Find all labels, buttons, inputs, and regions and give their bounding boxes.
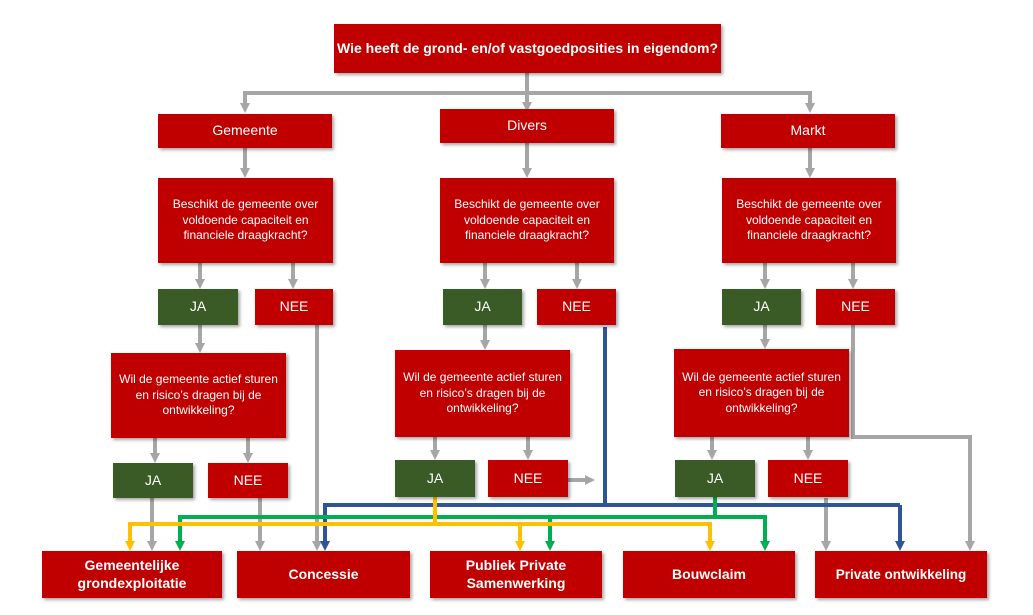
outcome-concessie: Concessie bbox=[237, 551, 410, 598]
risk-yes-gemeente: JA bbox=[113, 463, 193, 498]
owner-divers: Divers bbox=[440, 109, 614, 143]
risk-no-divers: NEE bbox=[488, 460, 568, 497]
capacity-question-text: Beschikt de gemeente over voldoende capa… bbox=[172, 197, 319, 243]
answer-label: NEE bbox=[841, 298, 870, 315]
outcome-gemeentelijke-grondexploitatie: Gemeentelijke grondexploitatie bbox=[42, 551, 222, 598]
risk-no-gemeente: NEE bbox=[208, 463, 288, 498]
capacity-no-markt: NEE bbox=[816, 289, 895, 325]
risk-yes-divers: JA bbox=[395, 460, 475, 497]
owner-markt: Markt bbox=[721, 114, 895, 148]
answer-label: JA bbox=[426, 469, 444, 486]
capacity-yes-gemeente: JA bbox=[158, 289, 238, 325]
outcome-publiek-private-samenwerking: Publiek Private Samenwerking bbox=[430, 551, 602, 598]
answer-label: NEE bbox=[513, 469, 543, 486]
arrow-root-to-markt bbox=[527, 91, 815, 113]
root-question: Wie heeft de grond- en/of vastgoedpositi… bbox=[334, 24, 721, 73]
capacity-question-text: Beschikt de gemeente over voldoende capa… bbox=[736, 197, 882, 243]
risk-question-gemeente: Wil de gemeente actief sturen en risico’… bbox=[111, 353, 286, 438]
risk-question-text: Wil de gemeente actief sturen en risico’… bbox=[682, 369, 841, 415]
answer-label: NEE bbox=[562, 298, 591, 315]
risk-question-markt: Wil de gemeente actief sturen en risico’… bbox=[674, 349, 849, 437]
capacity-no-divers: NEE bbox=[537, 289, 616, 325]
capacity-question-markt: Beschikt de gemeente over voldoende capa… bbox=[722, 178, 896, 263]
answer-label: JA bbox=[706, 469, 724, 486]
owner-gemeente: Gemeente bbox=[158, 114, 332, 148]
risk-question-text: Wil de gemeente actief sturen en risico’… bbox=[119, 372, 278, 418]
capacity-question-text: Beschikt de gemeente over voldoende capa… bbox=[454, 197, 600, 243]
arrow-root-to-gemeente bbox=[240, 91, 527, 113]
outcome-label: Concessie bbox=[288, 565, 359, 582]
capacity-question-gemeente: Beschikt de gemeente over voldoende capa… bbox=[158, 178, 333, 263]
capacity-no-gemeente: NEE bbox=[255, 289, 333, 325]
owner-label: Gemeente bbox=[212, 122, 278, 139]
owner-label: Divers bbox=[507, 117, 547, 134]
capacity-yes-divers: JA bbox=[443, 289, 522, 325]
capacity-question-divers: Beschikt de gemeente over voldoende capa… bbox=[440, 178, 614, 263]
answer-label: JA bbox=[144, 471, 162, 488]
answer-label: JA bbox=[474, 298, 491, 315]
outcome-label: Private ontwikkeling bbox=[835, 566, 967, 582]
answer-label: NEE bbox=[233, 471, 263, 488]
outcome-label: Gemeentelijke grondexploitatie bbox=[77, 556, 187, 591]
capacity-yes-markt: JA bbox=[722, 289, 801, 325]
answer-label: JA bbox=[189, 298, 207, 315]
answer-label: NEE bbox=[793, 469, 823, 486]
outcome-label: Bouwclaim bbox=[672, 565, 746, 582]
answer-label: NEE bbox=[279, 298, 309, 315]
risk-question-text: Wil de gemeente actief sturen en risico’… bbox=[403, 370, 562, 416]
risk-no-markt: NEE bbox=[768, 460, 848, 497]
outcome-label: Publiek Private Samenwerking bbox=[465, 556, 567, 591]
risk-yes-markt: JA bbox=[675, 460, 755, 497]
root-question-text: Wie heeft de grond- en/of vastgoedpositi… bbox=[336, 39, 718, 56]
risk-question-divers: Wil de gemeente actief sturen en risico’… bbox=[395, 350, 570, 437]
outcome-bouwclaim: Bouwclaim bbox=[623, 551, 795, 598]
owner-label: Markt bbox=[790, 122, 826, 139]
answer-label: JA bbox=[753, 298, 770, 315]
outcome-private-ontwikkeling: Private ontwikkeling bbox=[815, 551, 987, 598]
